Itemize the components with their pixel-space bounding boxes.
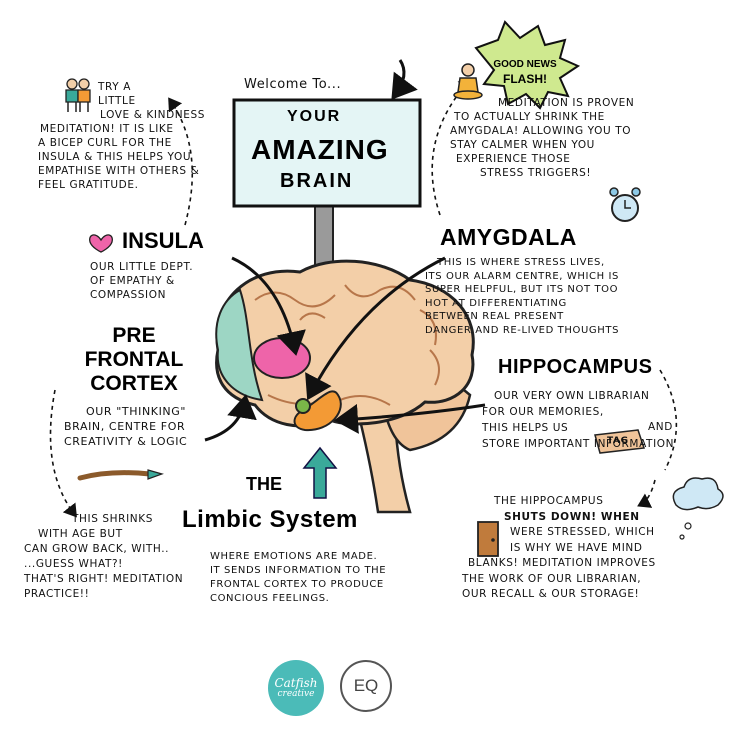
flash-starburst bbox=[474, 20, 581, 110]
prefrontal-text: Our "Thinking" Brain, Centre for Creativ… bbox=[64, 405, 188, 448]
amygdala-arrow bbox=[305, 256, 446, 401]
limbic-title: Limbic System bbox=[182, 506, 358, 533]
insula-title: INSULA bbox=[122, 228, 204, 253]
brain-stem bbox=[358, 418, 412, 514]
hippocampus-title: HIPPOCAMPUS bbox=[498, 356, 653, 378]
love-kindness-text: Try A Little Love & Kindness Meditation!… bbox=[38, 81, 205, 191]
prefrontal-cortex bbox=[215, 288, 264, 402]
shrinks-text: This Shrinks with Age BUT can grow back,… bbox=[24, 513, 184, 600]
cloud-dot bbox=[684, 522, 692, 530]
tag-label: TAG bbox=[607, 436, 629, 446]
amygdala-title: AMYGDALA bbox=[440, 224, 577, 250]
alarm-clock-icon bbox=[609, 187, 641, 222]
limbic-title-the: THE bbox=[246, 474, 282, 494]
flash-text: Meditation is Proven to Actually Shrink … bbox=[450, 97, 635, 179]
brain bbox=[215, 259, 475, 428]
sign-board bbox=[232, 98, 422, 208]
hippocampus-text: Our very own Librarian for our memories,… bbox=[482, 390, 675, 450]
catfish-creative-logo: Catfish creative bbox=[268, 660, 324, 716]
paintbrush-icon bbox=[77, 469, 164, 481]
limbic-text: Where Emotions are made. It sends inform… bbox=[210, 551, 387, 604]
door-icon bbox=[477, 521, 499, 557]
sign-welcome: Welcome To... bbox=[244, 77, 342, 92]
insula-arrow bbox=[231, 256, 306, 356]
hippocampus-and: and bbox=[648, 421, 673, 433]
cloud-dot bbox=[679, 534, 685, 540]
limbic-arrow bbox=[302, 446, 338, 499]
brain-folds bbox=[254, 284, 440, 406]
cloud-icon bbox=[672, 477, 724, 511]
shutdown-text: The Hippocampus shuts down! When were st… bbox=[462, 495, 656, 600]
flash-title: GOOD NEWS FLASH! bbox=[493, 59, 557, 86]
amygdala-text: This is where stress lives, its our alar… bbox=[425, 257, 620, 336]
hugging-people-icon bbox=[65, 78, 91, 112]
amygdala-region bbox=[295, 398, 311, 414]
insula-text: Our Little Dept. of Empathy & Compassion bbox=[90, 261, 194, 301]
insula-region bbox=[253, 337, 311, 379]
tag-icon bbox=[594, 429, 646, 454]
hippocampus-arrow bbox=[334, 403, 486, 434]
meditating-figure-icon bbox=[453, 63, 483, 100]
prefrontal-title: PRE FRONTAL CORTEX bbox=[84, 324, 184, 395]
sign-arrow bbox=[391, 59, 418, 100]
sign-line-your: YOUR bbox=[287, 108, 342, 125]
prefrontal-arrow bbox=[204, 394, 257, 442]
eq-logo: EQ bbox=[340, 660, 392, 712]
sign-line-amazing: AMAZING bbox=[251, 134, 389, 165]
heart-icon bbox=[89, 234, 113, 253]
sign-line-brain: BRAIN bbox=[280, 170, 354, 192]
